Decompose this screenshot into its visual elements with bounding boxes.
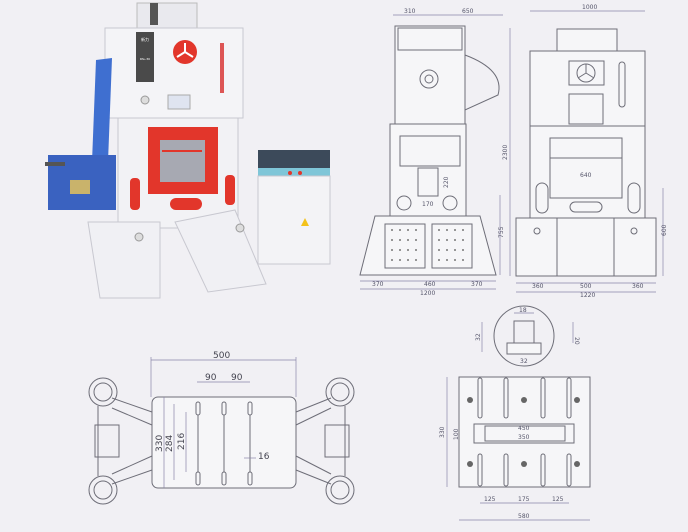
warning-icon [301,218,309,226]
dim-label: 650 [462,8,474,15]
dim-label: 32 [520,358,528,365]
side-view-drawing: 310 650 170 220 755 370 460 370 [359,8,505,297]
feeder-arm [92,58,112,162]
dim-label: 580 [518,513,530,520]
bolster-plan-drawing: 18 32 20 32 450 350 330 100 125 175 125 … [439,305,591,521]
dim-label: 310 [404,8,416,15]
dim-label: 1000 [582,4,597,11]
dim-label: 600 [661,224,668,236]
dim-label: 330 [439,426,446,438]
brand-label: 新力 [141,36,149,42]
dim-label: 2300 [502,145,509,160]
dim-label: 220 [443,176,450,188]
dim-label: 450 [518,425,530,432]
dim-label: 1220 [580,292,595,299]
dim-label: 32 [475,333,482,341]
dim-label: 18 [519,307,527,314]
dim-label: 360 [632,283,644,290]
dim-label: 350 [518,434,530,441]
dim-label: 370 [471,281,483,288]
dim-label: 460 [424,281,436,288]
machine-photo: 新力 PAL-30 [45,2,331,299]
dim-label: 125 [484,496,496,503]
dim-label: 370 [372,281,384,288]
dim-label: 125 [552,496,564,503]
dim-label: 755 [498,226,505,238]
dim-label: 360 [532,283,544,290]
model-label: PAL-30 [140,57,150,61]
brand-plate [136,32,154,82]
dim-label: 216 [177,433,187,450]
dim-label: 1200 [420,290,435,297]
dim-label: 20 [573,337,580,345]
slide-plan-drawing: 500 90 90 330 284 216 16 [88,351,355,505]
dim-label: 170 [422,201,434,208]
dim-label: 500 [580,283,592,290]
dim-label: 284 [165,435,175,452]
dim-label: 100 [453,428,460,440]
front-view-drawing: 1000 2300 640 600 360 500 360 1220 [502,4,668,299]
dim-label: 640 [580,172,592,179]
control-panel [258,150,330,170]
dim-label: 16 [258,452,270,462]
dim-label: 90 [205,373,217,383]
dim-label: 330 [155,435,165,452]
dim-label: 175 [518,496,530,503]
dim-label: 500 [213,351,230,361]
control-cabinet [257,175,331,265]
dim-label: 90 [231,373,243,383]
